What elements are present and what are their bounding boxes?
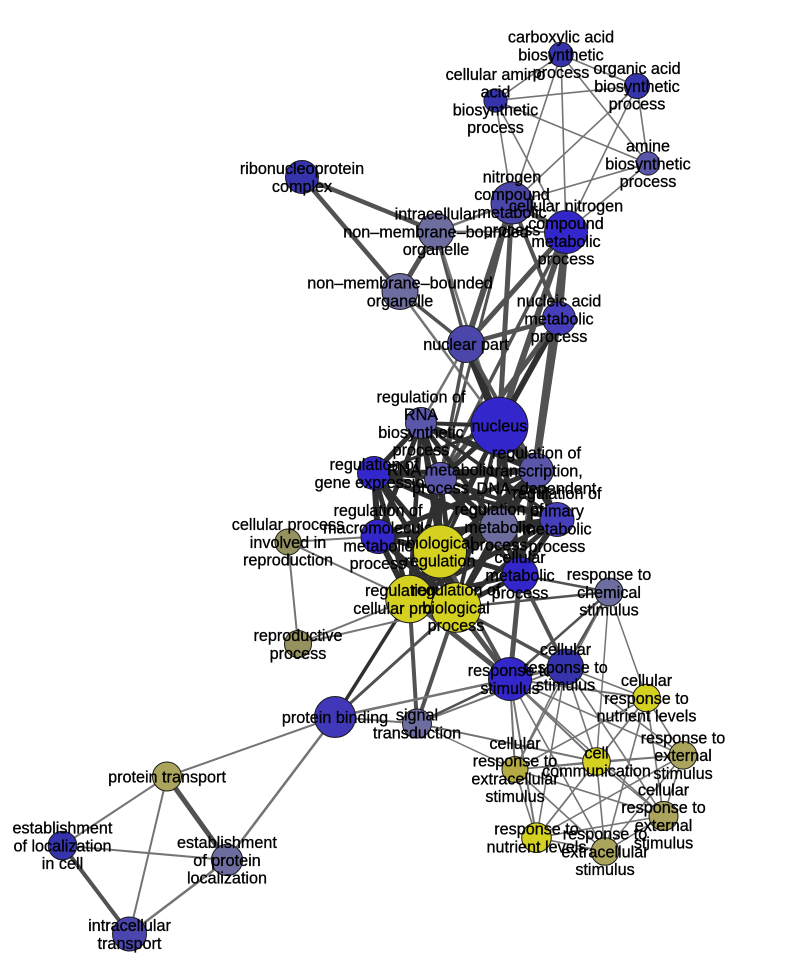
svg-text:protein transport: protein transport xyxy=(108,768,226,786)
svg-text:nuclear part: nuclear part xyxy=(423,336,509,354)
svg-text:protein binding: protein binding xyxy=(282,709,388,727)
svg-text:nucleus: nucleus xyxy=(472,418,528,436)
